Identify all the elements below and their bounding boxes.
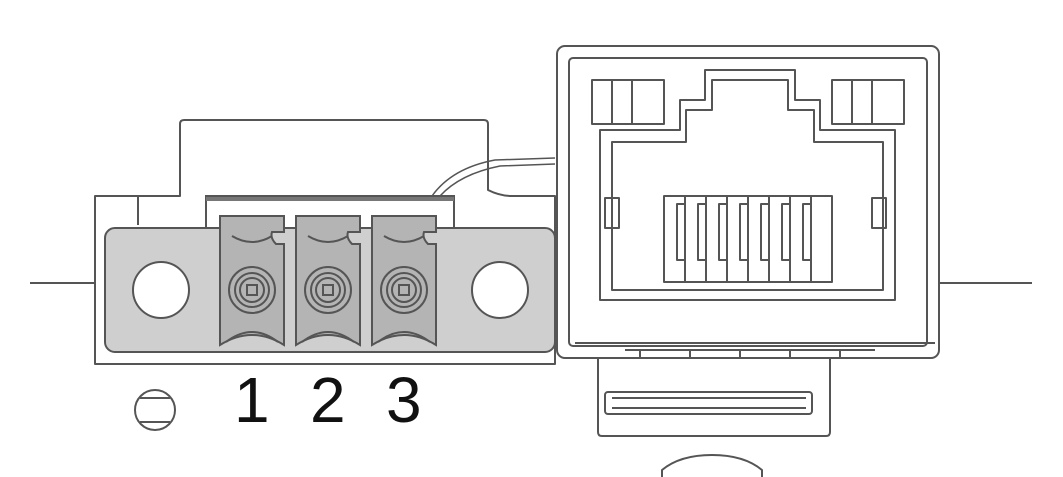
terminal-1-icon (219, 215, 285, 347)
terminal-3-icon (371, 215, 437, 347)
mounting-hole-right-icon (471, 261, 529, 319)
pin-label-1: 1 (234, 364, 270, 436)
bottom-bracket (597, 358, 831, 477)
rj45-port-icon (556, 45, 940, 359)
small-mounting-hole-icon (134, 389, 176, 431)
terminal-2-icon (295, 215, 361, 347)
pin-label-2: 2 (310, 364, 346, 436)
terminal-housing (94, 119, 556, 365)
pin-label-3: 3 (386, 364, 422, 436)
mounting-hole-left-icon (132, 261, 190, 319)
